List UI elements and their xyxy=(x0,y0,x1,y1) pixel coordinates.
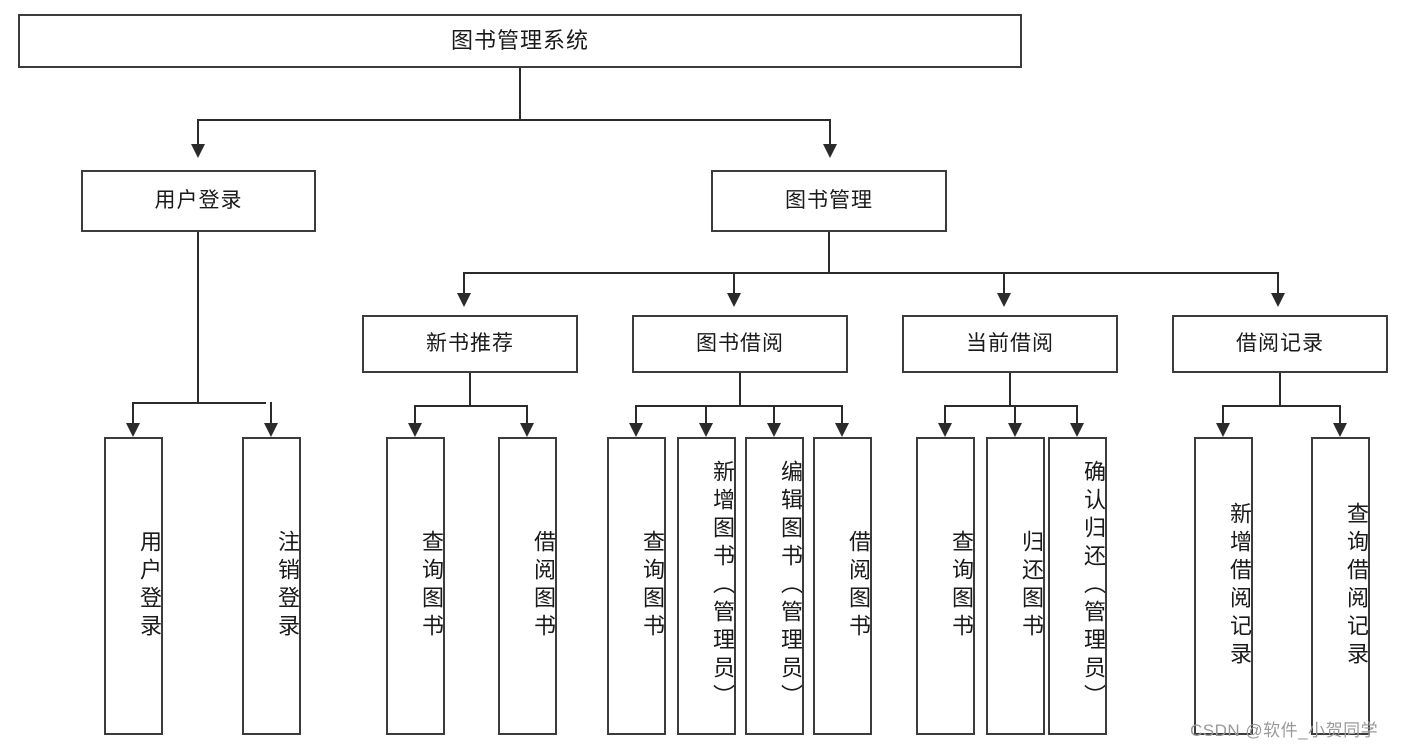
connector-bb-bar xyxy=(635,405,843,407)
node-label: 借阅图书 xyxy=(846,530,871,642)
node-label: 用户登录 xyxy=(137,530,162,642)
arrowhead-nbr-leaf-2 xyxy=(520,423,534,437)
node-borrow-record[interactable]: 借阅记录 xyxy=(1172,315,1388,373)
node-label: 确认归还（管理员） xyxy=(1081,460,1106,712)
connector-cb-drop-2 xyxy=(1014,405,1016,426)
arrowhead-bm-to-book-borrow xyxy=(727,293,741,307)
connector-cb-bar xyxy=(944,405,1078,407)
leaf-current-borrow-confirm-return[interactable]: 确认归还（管理员） xyxy=(1048,437,1107,735)
arrowhead-br-leaf-1 xyxy=(1216,423,1230,437)
node-label: 查询图书 xyxy=(949,530,974,642)
connector-user-login-stem xyxy=(197,232,199,403)
node-label: 编辑图书（管理员） xyxy=(778,460,803,712)
leaf-current-borrow-query[interactable]: 查询图书 xyxy=(916,437,975,735)
node-label: 查询图书 xyxy=(640,530,665,642)
connector-root-to-book-management xyxy=(829,119,831,146)
connector-br-drop-2 xyxy=(1339,405,1341,426)
leaf-new-book-query[interactable]: 查询图书 xyxy=(386,437,445,735)
connector-br-stem xyxy=(1279,373,1281,406)
node-label: 注销登录 xyxy=(275,530,300,642)
arrowhead-cb-leaf-3 xyxy=(1070,423,1084,437)
arrowhead-bb-leaf-2 xyxy=(699,423,713,437)
arrowhead-br-leaf-2 xyxy=(1333,423,1347,437)
arrowhead-user-login-leaf-2 xyxy=(264,423,278,437)
connector-root-bar xyxy=(197,119,831,121)
node-new-book-recommend[interactable]: 新书推荐 xyxy=(362,315,578,373)
arrowhead-bb-leaf-1 xyxy=(629,423,643,437)
node-label: 归还图书 xyxy=(1019,530,1044,642)
leaf-new-book-borrow[interactable]: 借阅图书 xyxy=(498,437,557,735)
leaf-borrow-record-add[interactable]: 新增借阅记录 xyxy=(1194,437,1253,735)
node-label: 查询图书 xyxy=(419,530,444,642)
node-label: 借阅图书 xyxy=(531,530,556,642)
arrowhead-bm-to-current-borrow xyxy=(997,293,1011,307)
node-label: 借阅记录 xyxy=(1236,332,1324,356)
connector-bb-drop-2 xyxy=(705,405,707,426)
connector-bm-drop-3 xyxy=(1003,272,1005,296)
connector-book-management-stem xyxy=(828,232,830,273)
arrowhead-bb-leaf-3 xyxy=(767,423,781,437)
node-root-book-management-system[interactable]: 图书管理系统 xyxy=(18,14,1022,68)
connector-nbr-drop-2 xyxy=(526,405,528,426)
node-book-management[interactable]: 图书管理 xyxy=(711,170,947,232)
connector-cb-drop-3 xyxy=(1076,405,1078,426)
node-label: 图书管理 xyxy=(785,189,873,213)
node-label: 新增图书（管理员） xyxy=(710,460,735,712)
connector-nbr-bar xyxy=(414,405,528,407)
node-user-login[interactable]: 用户登录 xyxy=(81,170,316,232)
node-label: 查询借阅记录 xyxy=(1344,502,1369,670)
leaf-book-borrow-borrow[interactable]: 借阅图书 xyxy=(813,437,872,735)
connector-user-login-bar xyxy=(132,402,266,404)
leaf-user-login-logout[interactable]: 注销登录 xyxy=(242,437,301,735)
connector-nbr-drop-1 xyxy=(414,405,416,426)
connector-br-drop-1 xyxy=(1222,405,1224,426)
node-label: 用户登录 xyxy=(154,189,243,213)
leaf-book-borrow-add[interactable]: 新增图书（管理员） xyxy=(677,437,736,735)
connector-bb-stem xyxy=(739,373,741,406)
node-label: 新增借阅记录 xyxy=(1227,502,1252,670)
node-label: 新书推荐 xyxy=(426,332,514,356)
leaf-book-borrow-edit[interactable]: 编辑图书（管理员） xyxy=(745,437,804,735)
connector-bb-drop-4 xyxy=(841,405,843,426)
connector-user-login-drop-1 xyxy=(132,402,134,426)
connector-nbr-stem xyxy=(469,373,471,406)
leaf-current-borrow-return[interactable]: 归还图书 xyxy=(986,437,1045,735)
arrowhead-nbr-leaf-1 xyxy=(408,423,422,437)
arrowhead-bb-leaf-4 xyxy=(835,423,849,437)
arrowhead-user-login-leaf-1 xyxy=(126,423,140,437)
node-current-borrow[interactable]: 当前借阅 xyxy=(902,315,1118,373)
connector-br-bar xyxy=(1222,405,1341,407)
node-label: 当前借阅 xyxy=(966,332,1054,356)
connector-bm-drop-1 xyxy=(463,272,465,296)
connector-user-login-drop-2 xyxy=(270,402,272,426)
connector-cb-stem xyxy=(1009,373,1011,406)
leaf-book-borrow-query[interactable]: 查询图书 xyxy=(607,437,666,735)
node-label: 图书借阅 xyxy=(696,332,784,356)
connector-bm-drop-4 xyxy=(1277,272,1279,296)
node-label: 图书管理系统 xyxy=(450,27,589,53)
node-book-borrow[interactable]: 图书借阅 xyxy=(632,315,848,373)
connector-book-management-bar xyxy=(463,272,1279,274)
connector-root-stem xyxy=(519,68,521,120)
connector-cb-drop-1 xyxy=(944,405,946,426)
leaf-user-login-login[interactable]: 用户登录 xyxy=(104,437,163,735)
leaf-borrow-record-query[interactable]: 查询借阅记录 xyxy=(1311,437,1370,735)
arrowhead-bm-to-borrow-record xyxy=(1271,293,1285,307)
csdn-watermark: CSDN @软件_小贺同学 xyxy=(1190,721,1379,740)
arrowhead-root-to-user-login xyxy=(191,144,205,158)
arrowhead-cb-leaf-2 xyxy=(1008,423,1022,437)
connector-bb-drop-3 xyxy=(773,405,775,426)
connector-root-to-user-login xyxy=(197,119,199,146)
arrowhead-bm-to-new-book xyxy=(457,293,471,307)
arrowhead-root-to-book-management xyxy=(823,144,837,158)
arrowhead-cb-leaf-1 xyxy=(938,423,952,437)
connector-bb-drop-1 xyxy=(635,405,637,426)
connector-bm-drop-2 xyxy=(733,272,735,296)
